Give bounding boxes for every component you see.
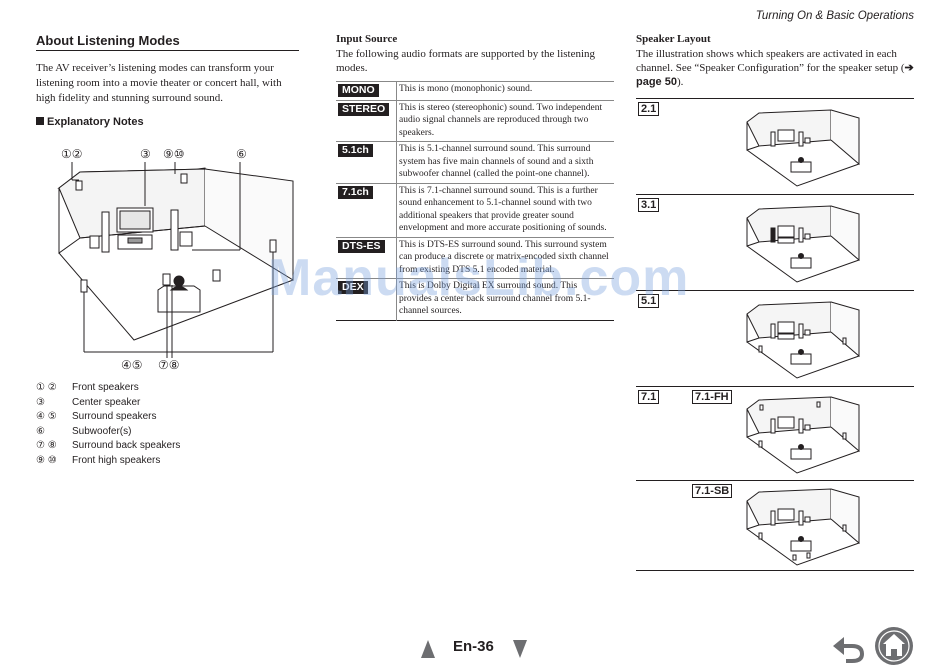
- speaker-room-diagram: ①② ③ ⑨⑩ ⑥ ④⑤ ⑦⑧: [57, 147, 294, 372]
- layout-row: 2.1: [636, 98, 914, 195]
- format-desc: This is stereo (stereophonic) sound. Two…: [396, 99, 614, 142]
- next-page-icon[interactable]: [512, 639, 528, 659]
- page-link[interactable]: ➔ page 50: [636, 62, 914, 88]
- table-row: STEREO This is stereo (stereophonic) soun…: [336, 99, 614, 142]
- left-column: About Listening Modes The AV receiver’s …: [36, 30, 299, 128]
- page-number: En-36: [453, 638, 494, 655]
- room-diagram-3-1: [746, 205, 860, 283]
- format-desc: This is 7.1-channel surround sound. This…: [396, 182, 614, 237]
- format-badge: DTS-ES: [338, 239, 385, 253]
- middle-column: Input Source The following audio formats…: [336, 30, 614, 321]
- room-diagram-5-1: [746, 301, 860, 379]
- label-center-speaker: ③: [140, 147, 151, 161]
- room-diagram-2-1: [746, 109, 860, 187]
- layout-row: 5.1: [636, 290, 914, 387]
- layout-row: 3.1: [636, 194, 914, 291]
- page-heading: About Listening Modes: [36, 33, 299, 51]
- intro-paragraph: The AV receiver’s listening modes can tr…: [36, 62, 282, 104]
- watermark: ManualsLib.com: [268, 249, 690, 307]
- format-desc: This is mono (monophonic) sound.: [396, 81, 614, 100]
- speaker-layout-heading: Speaker Layout: [636, 33, 711, 45]
- explanatory-notes-heading: Explanatory Notes: [36, 116, 299, 128]
- label-subwoofer: ⑥: [236, 147, 247, 161]
- input-source-heading: Input Source: [336, 33, 398, 45]
- format-desc: This is 5.1-channel surround sound. This…: [396, 141, 614, 183]
- layout-label: 7.1: [638, 390, 660, 404]
- room-diagram-7-1-sb: [746, 488, 860, 566]
- previous-page-icon[interactable]: [420, 639, 436, 659]
- label-surround-back: ⑦⑧: [158, 358, 180, 372]
- home-icon[interactable]: [874, 626, 914, 666]
- section-header: Turning On & Basic Operations: [755, 10, 914, 22]
- format-badge: DEX: [338, 281, 368, 294]
- table-row: 7.1ch This is 7.1-channel surround sound.…: [336, 182, 614, 237]
- table-row: 5.1ch This is 5.1-channel surround sound.…: [336, 141, 614, 183]
- table-row: MONO This is mono (monophonic) sound.: [336, 81, 614, 100]
- label-surround: ④⑤: [121, 358, 143, 372]
- layout-sub-label: 7.1-SB: [692, 484, 733, 498]
- back-icon[interactable]: [832, 634, 866, 664]
- square-bullet-icon: [36, 117, 44, 125]
- format-desc: This is DTS-ES surround sound. This surr…: [396, 236, 614, 279]
- format-badge: STEREO: [338, 102, 390, 116]
- format-table: MONO This is mono (monophonic) sound. STE…: [336, 81, 614, 321]
- format-badge: 5.1ch: [338, 144, 373, 157]
- right-column: Speaker Layout The illustration shows wh…: [636, 30, 914, 89]
- format-badge: 7.1ch: [338, 185, 373, 199]
- speaker-layout-intro: The illustration shows which speakers ar…: [636, 48, 914, 88]
- layout-sub-label: 7.1-FH: [692, 390, 732, 404]
- layout-row: 7.1-SB: [636, 480, 914, 571]
- label-front-speakers: ①②: [61, 147, 83, 161]
- layout-label: 2.1: [638, 102, 660, 116]
- table-row: DTS-ES This is DTS-ES surround sound. Thi…: [336, 236, 614, 279]
- layout-label: 3.1: [638, 198, 660, 212]
- format-badge: MONO: [338, 84, 379, 97]
- room-diagram-7-1-fh: [746, 396, 860, 474]
- speaker-layout-table: 2.1 3.1 5.1 7.1 7.1-FH 7.1-SB: [636, 98, 914, 571]
- table-row: DEX This is Dolby Digital EX surround sou…: [336, 278, 614, 320]
- footer: En-36: [0, 627, 950, 666]
- format-desc: This is Dolby Digital EX surround sound.…: [396, 278, 614, 320]
- input-source-intro: The following audio formats are supporte…: [336, 48, 596, 74]
- layout-row: 7.1 7.1-FH: [636, 386, 914, 481]
- label-front-high: ⑨⑩: [163, 147, 185, 161]
- layout-label: 5.1: [638, 294, 660, 308]
